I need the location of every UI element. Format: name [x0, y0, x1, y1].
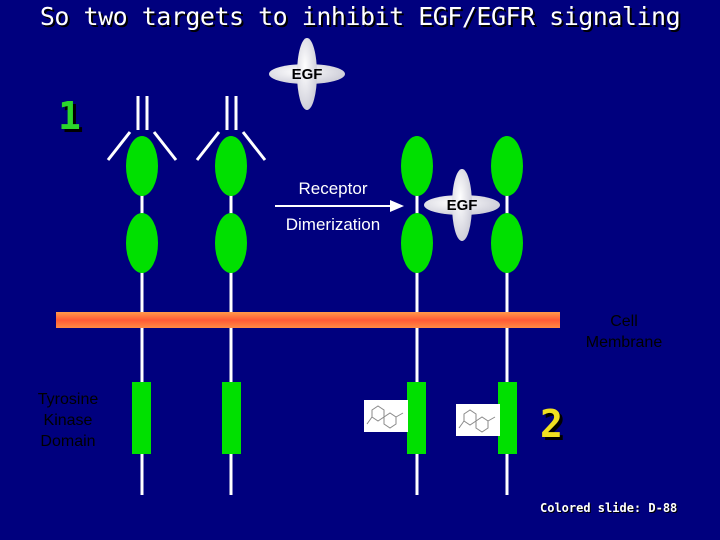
slide-title: So two targets to inhibit EGF/EGFR signa… [39, 2, 681, 31]
arrow-label-dimerization: Dimerization [285, 215, 381, 234]
arrow-label-receptor: Receptor [298, 179, 368, 198]
cell-membrane-label-line2: Membrane [585, 334, 663, 351]
target-1-label: 1 [58, 94, 81, 138]
footer-note: Colored slide: D-88 [540, 501, 678, 515]
molecule-structure-icon [456, 404, 500, 436]
antibody-icon [195, 96, 267, 161]
receptor-4-domain-upper [491, 136, 523, 196]
egf-label-free: EGF [291, 66, 323, 83]
kinase-domain-label: Tyrosine Kinase Domain [20, 389, 116, 452]
egf-label-bound: EGF [446, 197, 478, 214]
receptor-1-domain-lower [126, 213, 158, 273]
receptor-1-domain-upper [126, 136, 158, 196]
cell-membrane-label: Cell Membrane [568, 311, 680, 353]
kinase-domain-label-line1: Tyrosine [37, 391, 99, 408]
receptor-3-domain-upper [401, 136, 433, 196]
antibody-icon [106, 96, 178, 161]
cell-membrane [56, 312, 560, 328]
egf-ligand-bound [424, 169, 500, 241]
kinase-domain-label-line2: Kinase [43, 412, 93, 429]
cell-membrane-label-line1: Cell [610, 313, 638, 330]
receptor-2-domain-upper [215, 136, 247, 196]
receptor-3-kinase [407, 382, 426, 454]
kinase-domain-label-line3: Domain [40, 433, 96, 450]
target-2-label: 2 [540, 402, 563, 446]
receptor-4-domain-lower [491, 213, 523, 273]
molecule-structure-icon [364, 400, 408, 432]
receptor-1-kinase [132, 382, 151, 454]
receptor-2-domain-lower [215, 213, 247, 273]
receptor-4-kinase [498, 382, 517, 454]
extracellular-domains [126, 136, 523, 273]
kinase-domains [132, 382, 517, 454]
egf-ligand-free [269, 38, 345, 110]
receptor-2-kinase [222, 382, 241, 454]
dimerization-arrow [275, 200, 404, 212]
receptor-3-domain-lower [401, 213, 433, 273]
